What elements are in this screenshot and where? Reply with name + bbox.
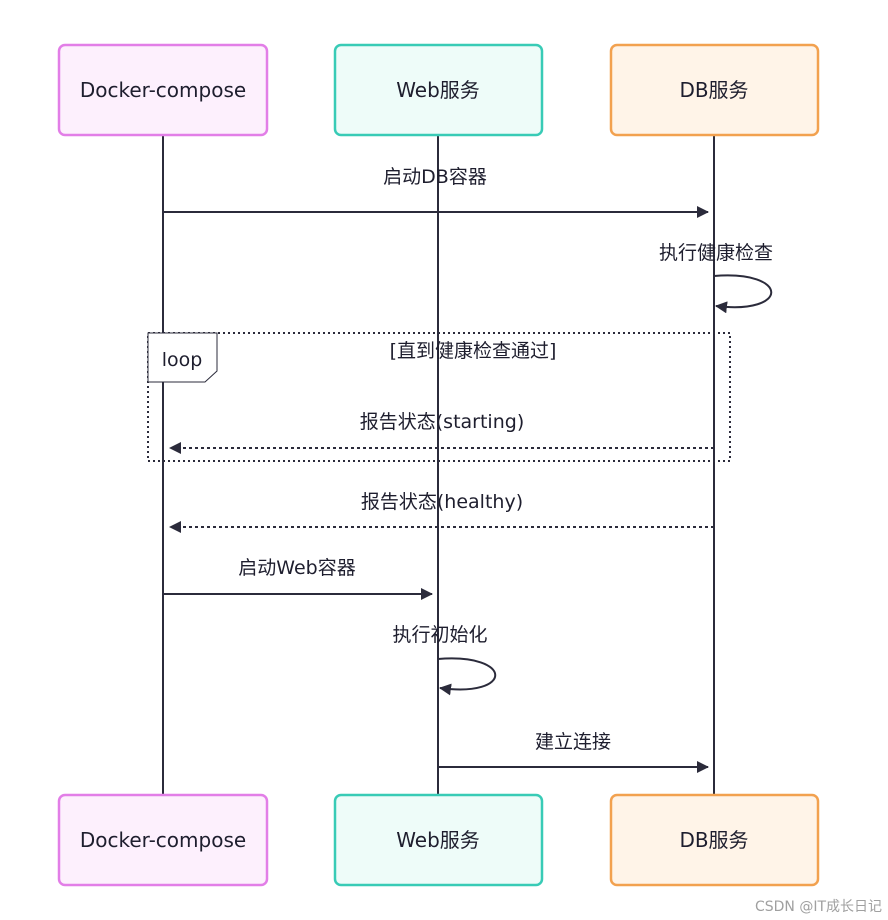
message-arrow-initialize-self	[437, 657, 497, 696]
actor-label: Web服务	[396, 828, 480, 852]
message-label-initialize: 执行初始化	[392, 624, 487, 646]
actor-bottom-docker-compose: Docker-compose	[57, 793, 269, 887]
loop-tag-label: loop	[162, 349, 203, 371]
actor-label: DB服务	[679, 78, 748, 102]
loop-frame	[147, 332, 731, 462]
message-label-connect: 建立连接	[535, 731, 611, 753]
actor-bottom-db-service: DB服务	[609, 793, 820, 887]
actor-label: Docker-compose	[80, 78, 246, 102]
message-label-report-healthy: 报告状态(healthy)	[361, 491, 523, 513]
message-label-report-starting: 报告状态(starting)	[360, 411, 524, 433]
actor-top-db-service: DB服务	[609, 43, 820, 137]
actor-label: Docker-compose	[80, 828, 246, 852]
watermark: CSDN @IT成长日记	[754, 899, 882, 915]
message-label-start-web: 启动Web容器	[238, 557, 355, 579]
actor-top-web-service: Web服务	[333, 43, 544, 137]
actor-label: Web服务	[396, 78, 480, 102]
loop-tag-box	[147, 332, 218, 383]
actor-label: DB服务	[679, 828, 748, 852]
message-label-start-db: 启动DB容器	[383, 166, 487, 188]
actor-bottom-web-service: Web服务	[333, 793, 544, 887]
message-arrow-health-check-self	[713, 274, 773, 314]
loop-condition-label: [直到健康检查通过]	[390, 340, 557, 362]
message-label-health-check: 执行健康检查	[659, 242, 773, 264]
actor-top-docker-compose: Docker-compose	[57, 43, 269, 137]
